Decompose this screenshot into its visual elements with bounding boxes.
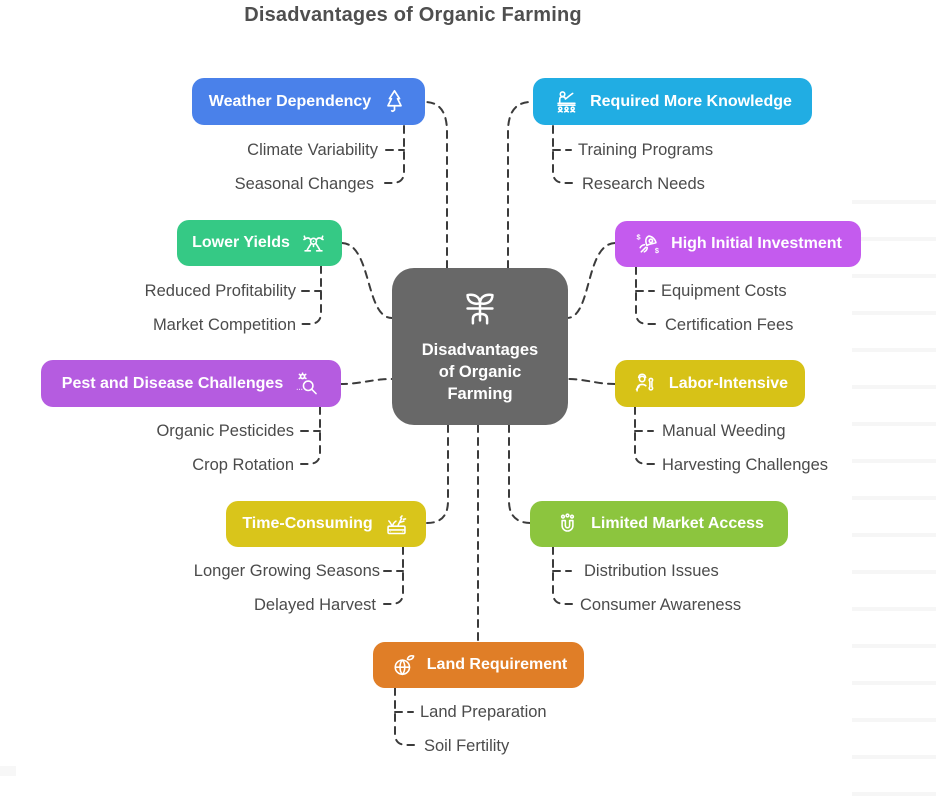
drone-icon bbox=[300, 230, 327, 257]
connector-pest-children bbox=[300, 406, 321, 465]
child-crop-rotation[interactable]: Crop Rotation bbox=[192, 456, 294, 474]
svg-text:$: $ bbox=[637, 232, 641, 241]
central-node[interactable]: Disadvantages of Organic Farming bbox=[392, 268, 568, 425]
child-reduced-profitability[interactable]: Reduced Profitability bbox=[144, 282, 296, 300]
branch-label: Pest and Disease Challenges bbox=[61, 374, 284, 392]
presentation-icon bbox=[553, 88, 580, 115]
child-manual-weeding[interactable]: Manual Weeding bbox=[662, 422, 786, 440]
branch-time-consuming[interactable]: Time-Consuming bbox=[226, 501, 426, 547]
child-organic-pesticides[interactable]: Organic Pesticides bbox=[156, 422, 294, 440]
globe-icon bbox=[390, 652, 417, 679]
connector-time bbox=[426, 424, 449, 524]
harvest-crate-icon bbox=[383, 511, 410, 538]
connector-required bbox=[507, 101, 532, 269]
branch-pest-and-disease-challenges[interactable]: Pest and Disease Challenges bbox=[41, 360, 341, 407]
branch-limited-market-access[interactable]: Limited Market Access bbox=[530, 501, 788, 547]
branch-label: Lower Yields bbox=[192, 234, 290, 251]
branch-land-requirement[interactable]: Land Requirement bbox=[373, 642, 584, 688]
branch-label: Labor-Intensive bbox=[668, 374, 789, 392]
connector-weather-children bbox=[384, 125, 405, 184]
branch-label: Required More Knowledge bbox=[590, 92, 792, 110]
child-seasonal-changes[interactable]: Seasonal Changes bbox=[234, 175, 374, 193]
child-equipment-costs[interactable]: Equipment Costs bbox=[661, 282, 787, 300]
branch-lower-yields[interactable]: Lower Yields bbox=[177, 220, 342, 266]
connector-land-children bbox=[394, 687, 415, 746]
child-harvesting-challenges[interactable]: Harvesting Challenges bbox=[662, 456, 829, 474]
page-title: Disadvantages of Organic Farming bbox=[244, 4, 582, 26]
child-certification-fees[interactable]: Certification Fees bbox=[665, 316, 794, 334]
child-longer-growing-seasons[interactable]: Longer Growing Seasons bbox=[193, 562, 380, 580]
connector-limited-children bbox=[552, 546, 573, 605]
connector-lower-yields bbox=[341, 242, 393, 319]
worker-wrench-icon bbox=[632, 370, 659, 397]
branch-required-more-knowledge[interactable]: Required More Knowledge bbox=[533, 78, 812, 125]
branch-label: Land Requirement bbox=[426, 656, 568, 673]
branch-high-initial-investment[interactable]: $ $ High Initial Investment bbox=[615, 221, 861, 267]
child-consumer-awareness[interactable]: Consumer Awareness bbox=[580, 596, 742, 614]
connector-time-children bbox=[383, 546, 404, 605]
magnet-icon bbox=[554, 511, 581, 538]
branch-label: Time-Consuming bbox=[242, 515, 373, 532]
connector-weather bbox=[424, 101, 448, 269]
branch-label: High Initial Investment bbox=[671, 235, 842, 252]
branch-weather-dependency[interactable]: Weather Dependency bbox=[192, 78, 425, 125]
child-climate-variability[interactable]: Climate Variability bbox=[247, 141, 378, 159]
child-distribution-issues[interactable]: Distribution Issues bbox=[584, 562, 719, 580]
child-land-preparation[interactable]: Land Preparation bbox=[420, 703, 547, 721]
connector-labor bbox=[566, 378, 616, 385]
background-stripe-left bbox=[0, 766, 16, 776]
branch-label: Weather Dependency bbox=[208, 92, 372, 110]
tree-icon bbox=[381, 88, 408, 115]
connector-high-investment bbox=[566, 242, 616, 319]
child-delayed-harvest[interactable]: Delayed Harvest bbox=[254, 596, 376, 614]
bug-magnifier-icon bbox=[293, 370, 320, 397]
branch-label: Limited Market Access bbox=[591, 515, 764, 532]
child-research-needs[interactable]: Research Needs bbox=[582, 175, 705, 193]
child-soil-fertility[interactable]: Soil Fertility bbox=[424, 737, 510, 755]
connector-limited bbox=[508, 424, 532, 524]
connector-high-children bbox=[635, 266, 656, 325]
connector-lower-children bbox=[301, 265, 322, 325]
child-training-programs[interactable]: Training Programs bbox=[578, 141, 714, 159]
central-node-label: Disadvantages of Organic Farming bbox=[421, 341, 539, 403]
rocket-icon: $ $ bbox=[634, 231, 661, 258]
child-market-competition[interactable]: Market Competition bbox=[152, 316, 296, 334]
connector-labor-children bbox=[634, 406, 655, 465]
seedling-icon bbox=[457, 287, 503, 333]
svg-text:$: $ bbox=[655, 246, 659, 255]
connector-pest bbox=[339, 378, 393, 385]
connector-required-children bbox=[552, 125, 573, 184]
branch-labor-intensive[interactable]: Labor-Intensive bbox=[615, 360, 805, 407]
